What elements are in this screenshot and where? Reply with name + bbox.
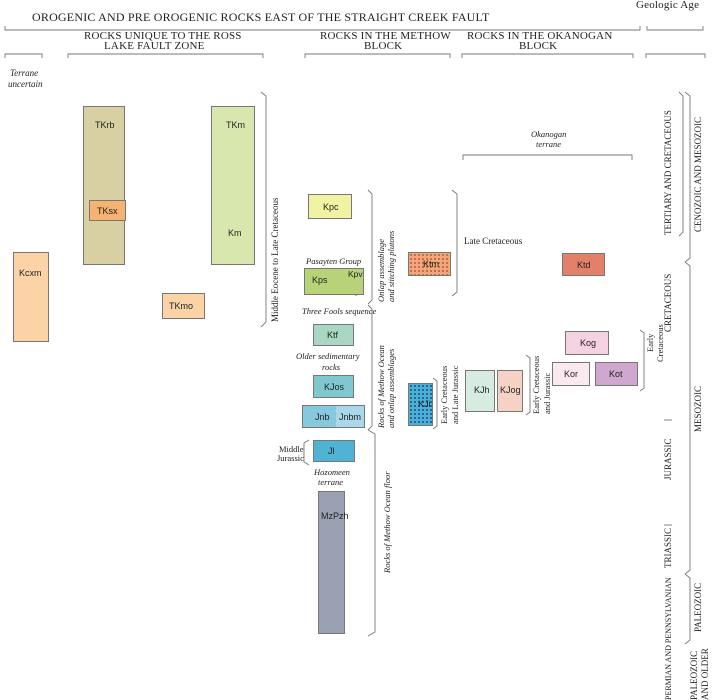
age-jurassic: JURASSIC <box>663 438 673 480</box>
onlap-stitching-line2: and stitching plutons <box>386 230 396 302</box>
age-permian-pennsylvanian: PERMIAN AND PENNSYLVANIAN <box>664 577 673 700</box>
methow-header-line2: BLOCK <box>364 40 403 52</box>
ross-lake-header-line1: ROCKS UNIQUE TO THE ROSS <box>84 30 242 42</box>
okanogan-header-line1: ROCKS IN THE OKANOGAN <box>467 30 613 42</box>
unit-kps: Kps Kpv <box>304 268 364 295</box>
unit-tkmo: TKmo <box>162 293 205 319</box>
methow-header-line1: ROCKS IN THE METHOW <box>320 30 452 42</box>
unit-kog: Kog <box>565 331 609 355</box>
unit-tkm: TKm Km <box>211 106 255 265</box>
methow-ocean-floor-label: Rocks of Methow Ocean floor <box>382 471 392 573</box>
early-cret-jur-line2: and Jurassic <box>542 372 552 414</box>
terrane-uncertain-line1: Terrane <box>10 68 39 78</box>
age-paleozoic-older-line2: AND OLDER <box>700 648 710 700</box>
early-cret-late-jur-line2: and Late Jurassic <box>450 365 460 424</box>
unit-kcxm: Kcxm <box>13 252 49 342</box>
unit-kjos: KJos <box>313 375 354 398</box>
unit-kjh: KJh <box>465 370 495 412</box>
ross-lake-header-line2: LAKE FAULT ZONE <box>104 40 205 52</box>
mid-eocene-late-cret-label: Middle Eocene to Late Cretaceous <box>270 197 280 322</box>
unit-kji: KJi <box>408 383 433 426</box>
age-paleozoic: PALEOZOIC <box>693 582 703 632</box>
age-cenozoic-mesozoic: CENOZOIC AND MESOZOIC <box>693 116 703 232</box>
age-cretaceous: CRETACEOUS <box>663 273 673 332</box>
unit-ktd: Ktd <box>562 253 605 276</box>
hozomeen-line1: Hozomeen <box>314 467 350 477</box>
okanogan-terrane-line1: Okanogan <box>531 129 567 139</box>
unit-ktf: Ktf <box>313 324 354 346</box>
okanogan-terrane-line2: terrane <box>536 139 562 149</box>
main-header: OROGENIC AND PRE OROGENIC ROCKS EAST OF … <box>32 10 490 24</box>
older-sedimentary-line2: rocks <box>322 362 341 372</box>
age-paleozoic-older-line1: PALEOZOIC <box>689 650 699 700</box>
onlap-stitching-line1: Onlap assemblage <box>376 238 386 302</box>
pasayten-group-label: Pasayten Group <box>306 256 362 266</box>
unit-ktm: Ktm <box>408 252 451 276</box>
early-cret-small-line1: Early <box>645 333 655 352</box>
unit-kjog: KJog <box>497 370 523 412</box>
unit-kor: Kor <box>552 362 590 386</box>
terrane-uncertain-line2: uncertain <box>8 79 43 89</box>
unit-tksx: TKsx <box>89 200 126 221</box>
age-triassic: TRIASSIC <box>663 527 673 568</box>
unit-kpc: Kpc <box>308 194 352 219</box>
unit-jnb: Jnb Jnbm <box>302 405 365 428</box>
hozomeen-line2: terrane <box>318 477 344 487</box>
late-cretaceous-label: Late Cretaceous <box>464 236 523 246</box>
methow-ocean-onlap-line1: Rocks of Methow Ocean <box>376 345 386 428</box>
middle-jurassic-line1: Middle <box>279 444 304 454</box>
geologic-age-header: Geologic Age <box>636 0 700 11</box>
middle-jurassic-line2: Jurassic <box>277 453 304 463</box>
older-sedimentary-line1: Older sedimentary <box>296 351 360 361</box>
unit-kot: Kot <box>595 362 638 386</box>
unit-jl: Jl <box>313 440 355 462</box>
early-cret-jur-line1: Early Cretaceous <box>531 355 541 414</box>
three-fools-label: Three Fools sequence <box>302 306 377 316</box>
age-tertiary-cretaceous: TERTIARY AND CRETACEOUS <box>663 110 673 235</box>
okanogan-header-line2: BLOCK <box>519 40 558 52</box>
early-cret-late-jur-line1: Early Cretaceous <box>439 365 449 424</box>
methow-ocean-onlap-line2: and onlap assemblages <box>386 348 396 428</box>
unit-tkrb: TKrb <box>83 106 125 265</box>
unit-mzpzh: MzPzh <box>318 491 349 634</box>
age-mesozoic: MESOZOIC <box>693 385 703 432</box>
